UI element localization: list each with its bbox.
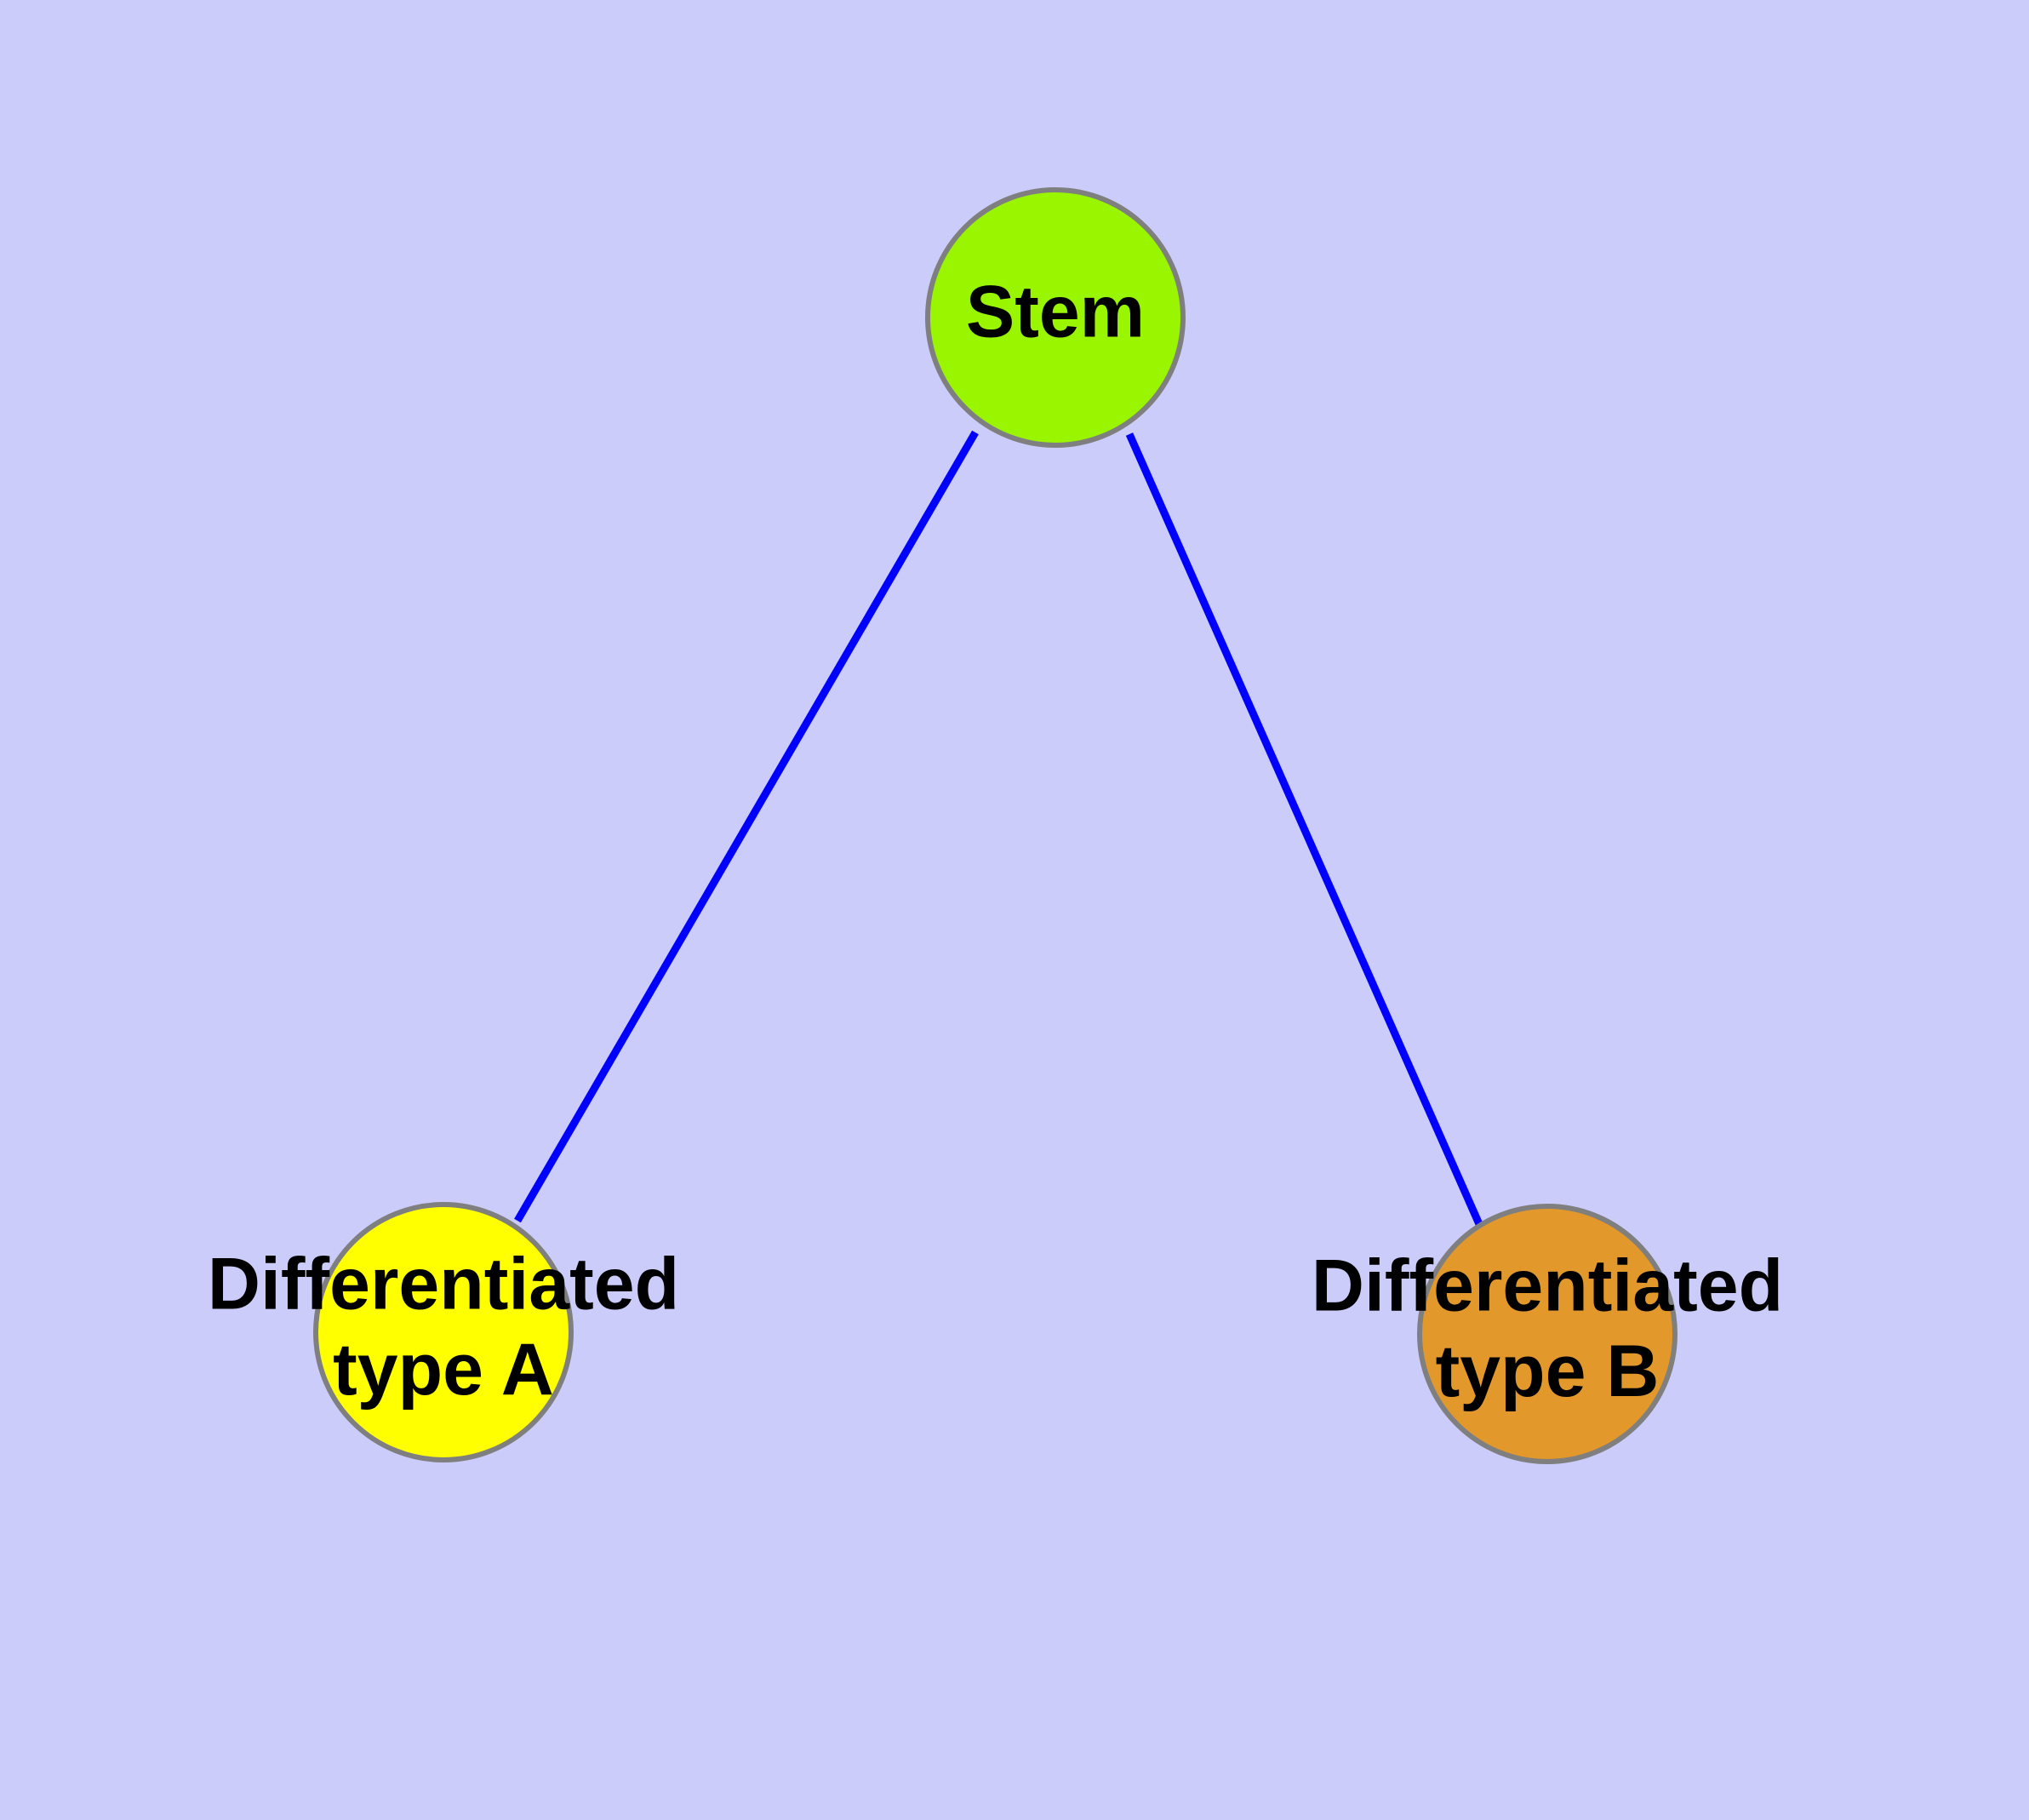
node-label-diff_b-line-1: Differentiated — [1312, 1245, 1783, 1326]
node-circle-diff_b[interactable] — [1417, 1204, 1677, 1464]
node-label-stem-line-1: Stem — [966, 272, 1145, 353]
node-circle-stem[interactable] — [925, 187, 1186, 448]
node-label-diff_a-line-2: type A — [333, 1329, 554, 1411]
graph-edge-stem-to-diff-b[interactable] — [1125, 432, 1483, 1226]
edge-layer — [514, 430, 1483, 1226]
graph-node-stem[interactable]: Stem — [925, 187, 1186, 448]
node-circle-diff_a[interactable] — [313, 1202, 574, 1462]
node-label-diff_b-line-2: type B — [1436, 1331, 1660, 1412]
node-label-diff_a-line-1: Differentiated — [208, 1243, 679, 1325]
graph-edge-stem-to-diff-a[interactable] — [514, 430, 979, 1223]
